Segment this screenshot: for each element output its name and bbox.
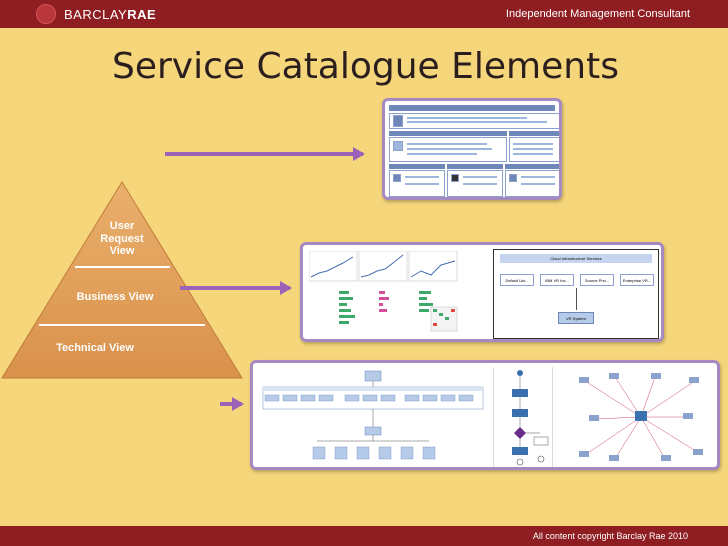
copyright-text: All content copyright Barclay Rae 2010 [532, 531, 688, 541]
pyramid-shape [1, 181, 243, 379]
arrow-to-business-view [180, 281, 292, 295]
cloud-services-title: Cloud Infrastructure Services [500, 254, 652, 263]
pyramid-level-business: Business View [76, 291, 154, 303]
tech-flowchart [493, 367, 553, 467]
cloud-box-1: Default Uni... [500, 274, 534, 286]
cloud-box-2: IBM VR Ins... [540, 274, 574, 286]
thumbnail-business-view: Cloud Infrastructure Services Default Un… [300, 242, 664, 342]
pyramid-level-technical: Technical View [56, 342, 134, 354]
thumbnail-technical-view [250, 360, 720, 470]
logo-part2: RAE [127, 7, 157, 22]
tech-org-chart [257, 367, 489, 467]
arrow-to-user-view [165, 147, 365, 161]
tech-network-diagram [565, 367, 717, 467]
footer-bar: All content copyright Barclay Rae 2010 [0, 526, 728, 546]
dashboard-mini [308, 250, 459, 335]
barclay-rae-logo-icon [36, 4, 56, 24]
cloud-box-4: Enterprise VR... [620, 274, 654, 286]
pyramid-diagram: User Request View Business View Technica… [0, 180, 245, 380]
tagline: Independent Management Consultant [505, 8, 690, 20]
cloud-box-3: Source Pho... [580, 274, 614, 286]
cloud-vr-system: VR System [558, 312, 594, 324]
arrow-to-technical-view [220, 397, 244, 411]
page-title: Service Catalogue Elements [112, 46, 619, 87]
thumbnail-user-request-view [382, 98, 562, 200]
pyramid-level-user-request: User Request View [100, 220, 144, 258]
logo-text: BARCLAYRAE [64, 7, 156, 22]
cloud-services-panel: Cloud Infrastructure Services Default Un… [493, 249, 659, 339]
logo-part1: BARCLAY [64, 7, 128, 22]
top-bar: BARCLAYRAE Independent Management Consul… [0, 0, 728, 28]
